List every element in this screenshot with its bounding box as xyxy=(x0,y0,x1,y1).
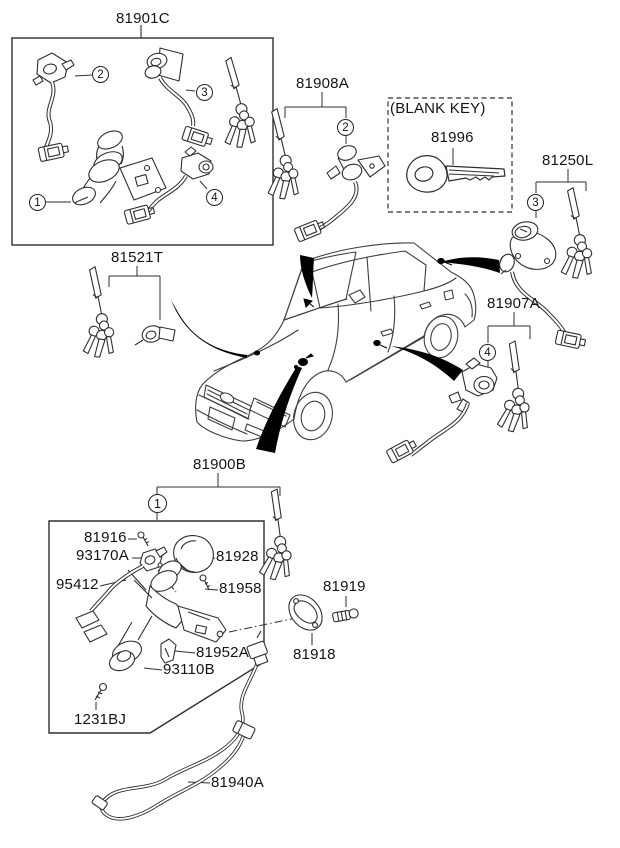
part-label-93170a: 93170A xyxy=(76,547,129,564)
car-b-pillar xyxy=(366,256,372,312)
car-bumper-lines xyxy=(196,394,250,435)
part-81916-screw xyxy=(137,531,150,547)
car-beltline-rear xyxy=(423,277,457,292)
key-set-81521t xyxy=(77,265,126,360)
part-81952a-clip xyxy=(160,638,177,664)
callout-81908a: 2 xyxy=(337,119,354,136)
car-rear-lamp xyxy=(464,293,473,318)
part-label-81952a: 81952A xyxy=(196,644,249,661)
frame-blank-key-box xyxy=(387,97,513,213)
part-lock-cylinder-item3 xyxy=(144,47,215,149)
car-license-plate xyxy=(207,406,236,431)
blank-key-81996 xyxy=(406,155,506,193)
part-81521t-tumbler xyxy=(134,325,176,346)
part-1231bj-screw xyxy=(94,682,108,701)
part-81919-pin xyxy=(332,608,359,623)
car-logo xyxy=(219,392,235,404)
part-label-1231bj: 1231BJ xyxy=(74,711,127,728)
part-81907a-door-lock xyxy=(385,357,498,464)
callout-81250l: 3 xyxy=(527,194,544,211)
callout-box1-item2: 2 xyxy=(92,66,109,83)
car-door-handles xyxy=(380,301,432,337)
frame-81901c-box xyxy=(11,25,274,246)
car-cowl-line xyxy=(283,298,348,321)
part-81250l-trunk-lock xyxy=(498,221,587,351)
part-steering-lock-body xyxy=(108,560,227,672)
callout-box1-item1: 1 xyxy=(29,194,46,211)
leader-lines xyxy=(46,74,587,784)
part-93170a-clamp xyxy=(139,546,168,572)
part-label-81919: 81919 xyxy=(323,578,366,595)
car-front-wheel xyxy=(293,391,333,441)
blank-key-caption: (BLANK KEY) xyxy=(390,100,486,117)
car-rocker-line xyxy=(349,336,425,381)
part-95412-wire xyxy=(75,564,144,643)
part-label-81908a: 81908A xyxy=(296,75,349,92)
part-ignition-assembly-item1 xyxy=(72,130,167,206)
part-door-lock-item2 xyxy=(32,52,75,163)
part-label-81958: 81958 xyxy=(219,580,262,597)
callout-box1-item4: 4 xyxy=(206,189,223,206)
key-set-81907a xyxy=(491,339,545,435)
car-body-outline xyxy=(195,242,477,442)
part-81918-bracket xyxy=(288,594,323,631)
direction-arrows xyxy=(171,255,500,453)
car-mirror xyxy=(348,289,366,304)
part-81958-screw xyxy=(199,574,211,591)
arrow-81521t-to-car xyxy=(171,300,247,358)
part-81940a-cable xyxy=(91,630,269,821)
callout-81900b: 1 xyxy=(148,494,167,513)
part-label-81901c: 81901C xyxy=(116,10,170,27)
callout-box1-item3: 3 xyxy=(196,84,213,101)
frame-81900b-box xyxy=(48,520,265,734)
part-label-81928: 81928 xyxy=(216,548,259,565)
key-set-81250l xyxy=(555,186,604,281)
part-label-81916: 81916 xyxy=(84,529,127,546)
part-label-81250l: 81250L xyxy=(542,152,594,169)
car-lock-markers xyxy=(253,257,453,370)
key-set-81908a xyxy=(262,107,308,201)
part-label-81940a: 81940A xyxy=(211,774,264,791)
part-label-81996: 81996 xyxy=(431,129,474,146)
part-label-95412: 95412 xyxy=(56,576,99,593)
callout-81907a: 4 xyxy=(479,344,496,361)
part-switch-item4 xyxy=(123,146,214,226)
arrow-81900b-to-car xyxy=(256,366,302,453)
part-label-81907a: 81907A xyxy=(487,295,540,312)
car-illustration xyxy=(195,242,477,442)
part-label-81918: 81918 xyxy=(293,646,336,663)
arrow-81250l-to-car xyxy=(441,257,500,273)
arrow-81908a-to-car xyxy=(300,255,314,298)
key-set-81900b xyxy=(253,487,307,583)
part-label-93110b: 93110B xyxy=(163,661,215,678)
key-set-box1 xyxy=(219,56,262,149)
car-hood-crease xyxy=(213,329,299,372)
car-door-seams xyxy=(327,295,396,371)
car-fog-lamp xyxy=(244,423,265,438)
arrow-81907a-to-car xyxy=(391,346,463,381)
assembly-81900b xyxy=(75,531,227,701)
part-label-81900b: 81900B xyxy=(193,456,246,473)
part-label-81521t: 81521T xyxy=(111,249,164,266)
part-81908a-lock xyxy=(293,145,386,243)
car-fuel-door xyxy=(443,289,455,301)
